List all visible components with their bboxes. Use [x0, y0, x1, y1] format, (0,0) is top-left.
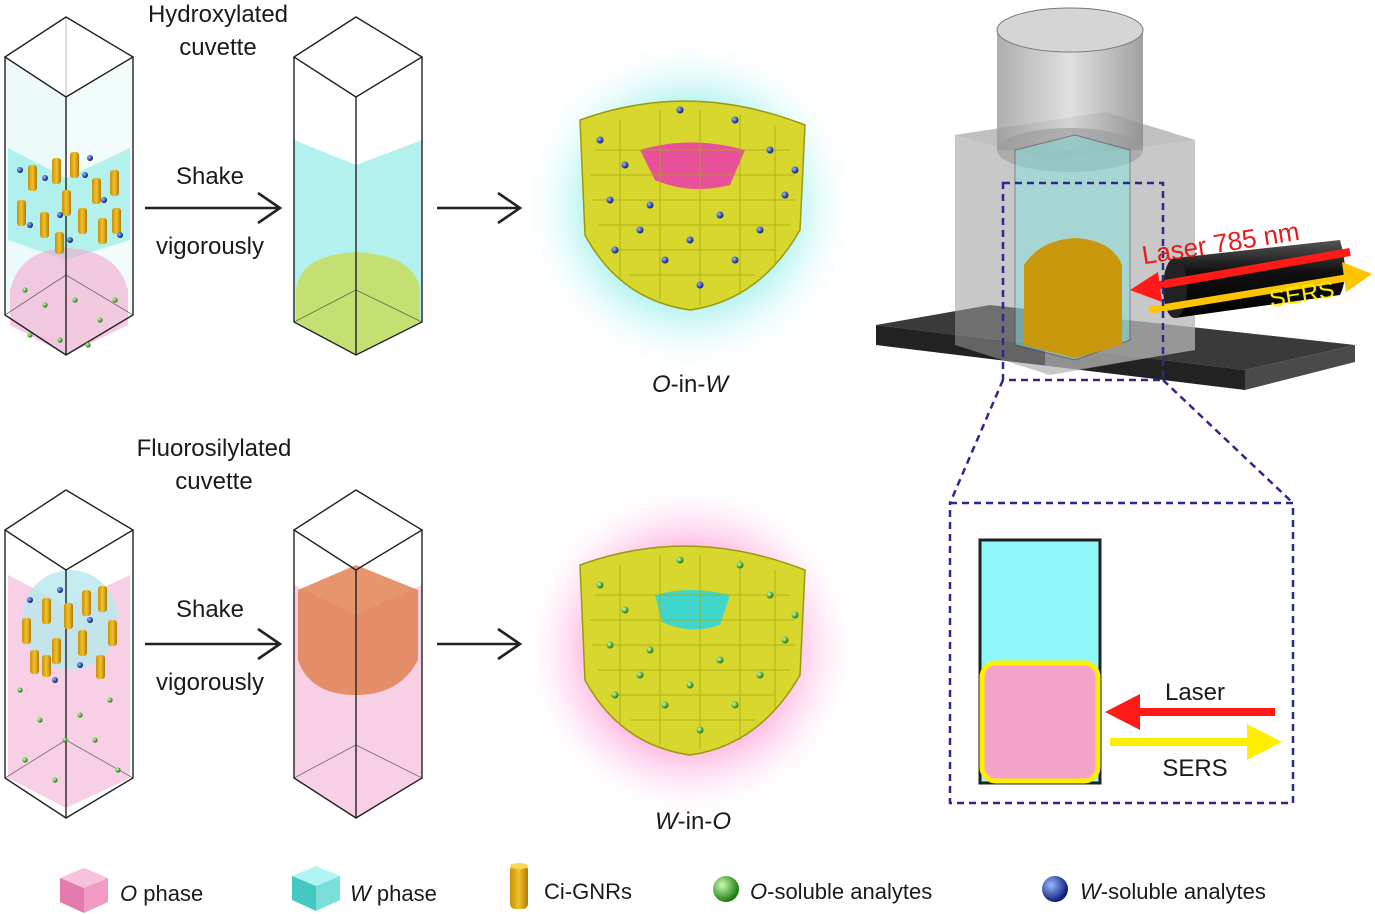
bottom-cuvette-title-line1: Fluorosilylated — [137, 435, 292, 462]
o-in-w-label: O-in-W — [652, 371, 730, 398]
laser-beam — [1147, 248, 1351, 291]
legend-w-soluble: W-soluble analytes — [1080, 879, 1266, 904]
top-shake-arrowhead — [257, 191, 283, 225]
blue-sphere-icon — [1042, 876, 1068, 902]
sers-beam — [1149, 273, 1353, 314]
top-cuvette-title-line1: Hydroxylated — [148, 1, 288, 28]
sers-instrument — [876, 7, 1372, 390]
bottom-vigorously-label: vigorously — [156, 669, 264, 696]
bottom-cuvette-title-line2: cuvette — [175, 468, 252, 495]
o-in-w-emulsion — [520, 35, 860, 375]
w-phase-cube-icon — [292, 866, 340, 911]
w-in-o-emulsion — [518, 478, 862, 822]
w-in-o-label: W-in-O — [655, 808, 731, 835]
bottom-shake-label: Shake — [176, 596, 244, 623]
w-soluble-analytes — [17, 155, 123, 243]
top-cuvette-after — [292, 16, 424, 356]
gold-nanorods — [17, 152, 121, 254]
legend-o-phase: O phase — [120, 881, 203, 906]
top-cuvette-before — [3, 16, 135, 356]
zoom-line-left — [948, 379, 1005, 504]
green-sphere-icon — [713, 876, 739, 902]
bottom-cuvette-before — [3, 489, 135, 819]
inset-laser-label: Laser — [1165, 679, 1225, 706]
legend-ci-gnrs: Ci-GNRs — [544, 879, 632, 904]
top-vigorously-label: vigorously — [156, 233, 264, 260]
legend: O phase W phase Ci-GNRs O-soluble analyt… — [60, 863, 1266, 913]
top-cuvette-title-line2: cuvette — [179, 34, 256, 61]
zoom-region-box — [1001, 181, 1165, 382]
inset-panel — [948, 501, 1295, 805]
inset-sers-label: SERS — [1162, 755, 1227, 782]
legend-o-soluble: O-soluble analytes — [750, 879, 932, 904]
gold-nanorod-icon — [510, 863, 528, 909]
zoom-line-right — [1162, 379, 1294, 504]
top-shake-label: Shake — [176, 163, 244, 190]
bottom-cuvette-after — [292, 489, 424, 819]
o-phase-cube-icon — [60, 868, 108, 913]
legend-w-phase: W phase — [350, 881, 437, 906]
o-soluble-analytes — [22, 287, 118, 348]
